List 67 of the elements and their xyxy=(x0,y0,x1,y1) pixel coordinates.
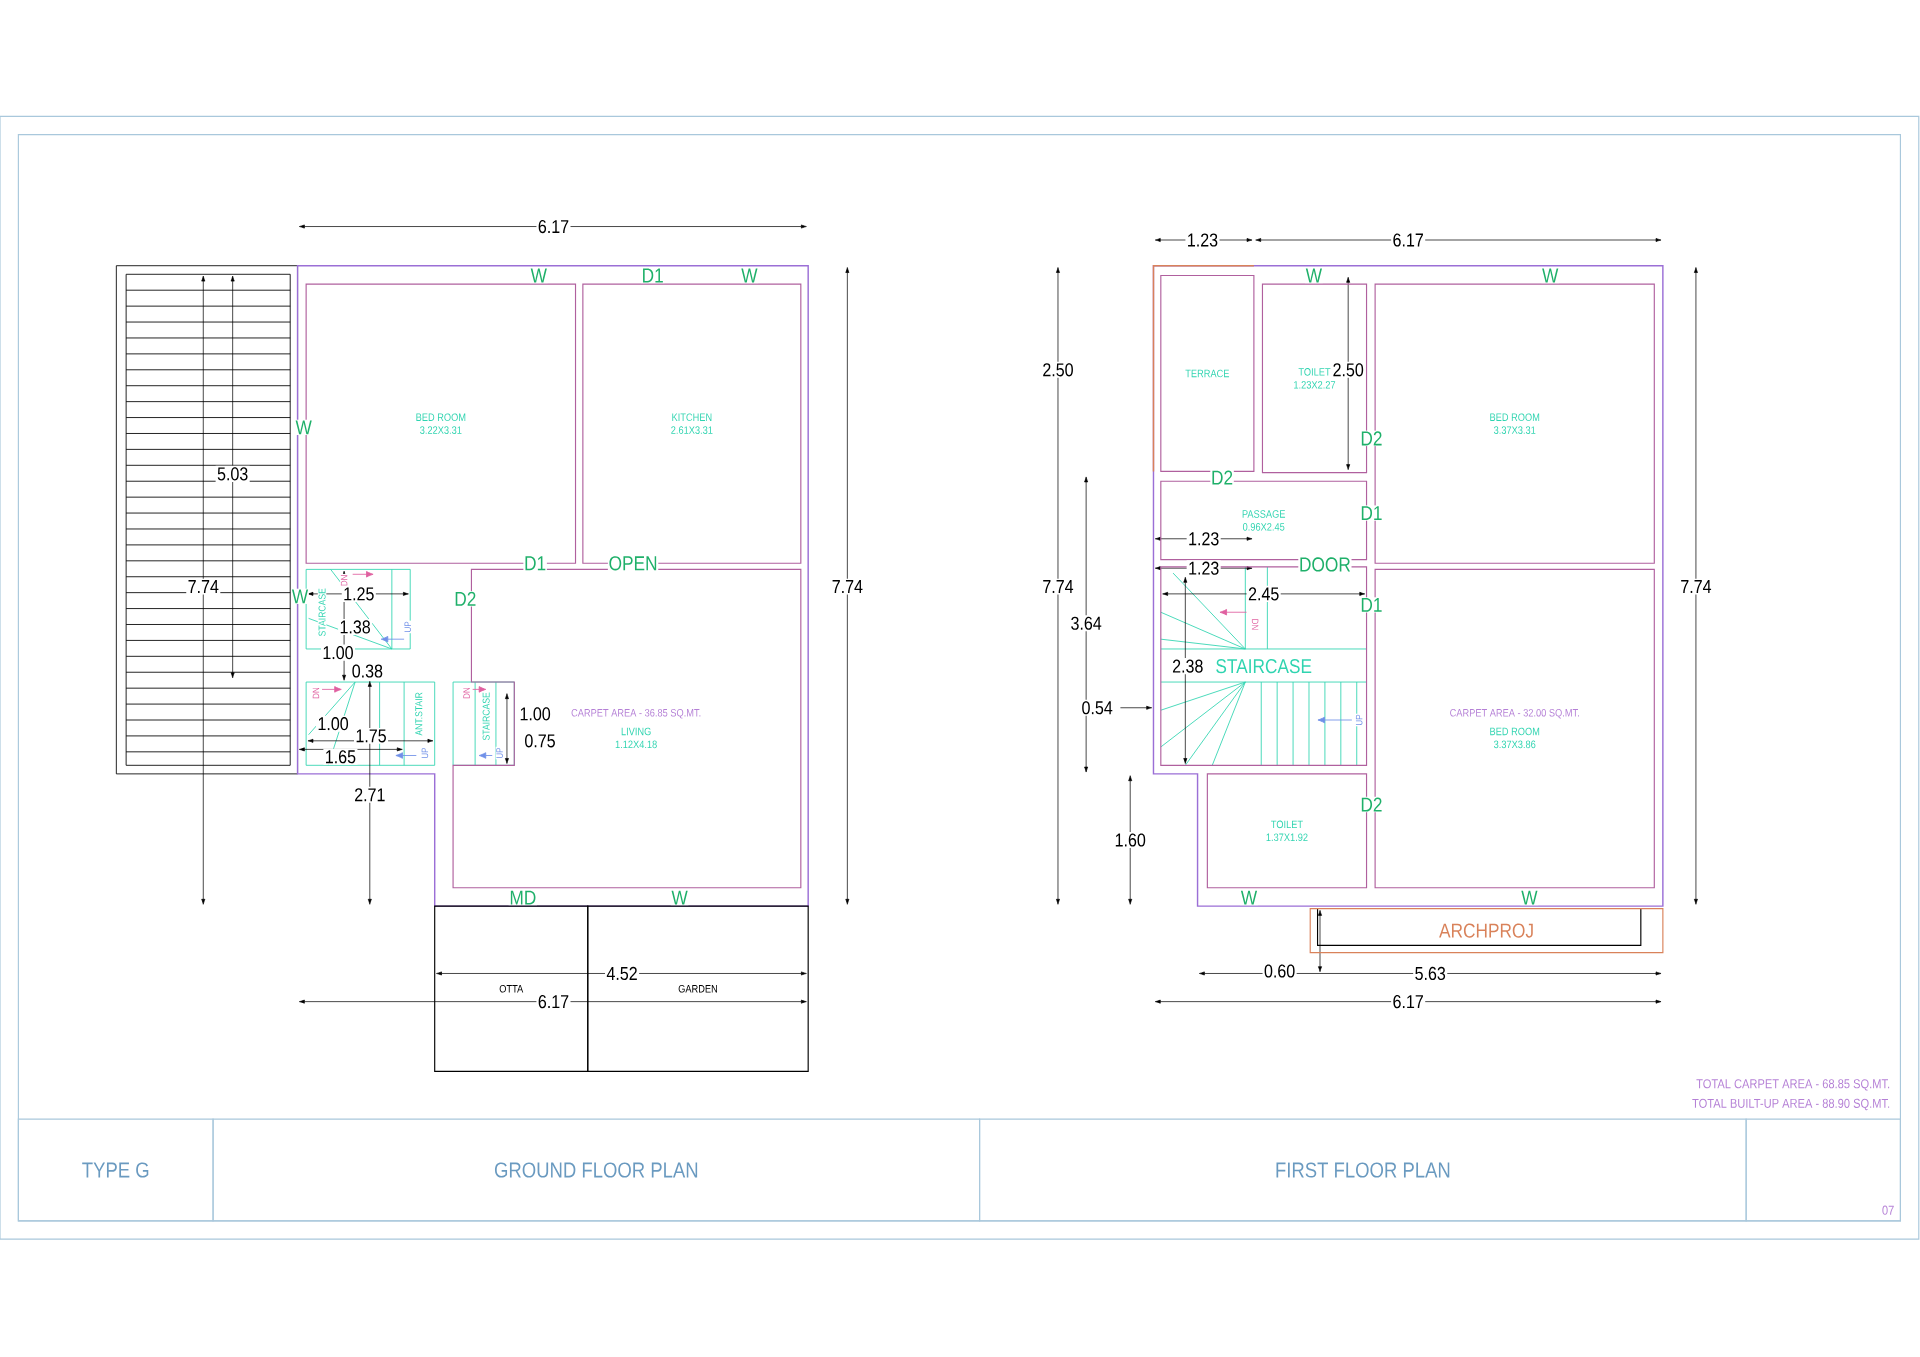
window-label: W xyxy=(529,268,548,284)
door-label: D1 xyxy=(1359,505,1384,521)
dimension-text: 1.25 xyxy=(341,586,376,603)
dimension-text: 2.50 xyxy=(1040,361,1075,378)
area-note: TOTAL BUILT-UP AREA - 88.90 SQ.MT. xyxy=(1692,1098,1890,1111)
window-label: W xyxy=(670,890,689,906)
dimension-text: 7.74 xyxy=(186,578,221,595)
dimension-text: 1.38 xyxy=(338,619,373,636)
dimension-text: 1.23 xyxy=(1186,530,1221,547)
door-label: D1 xyxy=(640,268,665,284)
sheet-number-cell: 07 xyxy=(1745,1118,1901,1222)
direction-label: DN xyxy=(1251,618,1260,632)
dimension-text: 0.75 xyxy=(522,732,558,749)
direction-label: UP xyxy=(420,746,429,760)
dimension-text: 1.65 xyxy=(323,748,358,765)
window-label: W xyxy=(294,419,313,436)
dimension-text: 1.75 xyxy=(354,728,389,744)
dimension-text: 1.23 xyxy=(1186,560,1221,577)
window-label: W xyxy=(1520,890,1539,906)
dimension-text: 6.17 xyxy=(1391,232,1426,249)
direction-label: DN xyxy=(462,686,471,700)
dimension-text: 2.45 xyxy=(1246,586,1281,603)
door-label: OPEN xyxy=(607,555,659,572)
dimension-text: 2.71 xyxy=(352,786,387,803)
direction-label: UP xyxy=(1355,713,1364,727)
dimension-text: 1.00 xyxy=(518,706,553,723)
dimension-text: 0.60 xyxy=(1262,963,1297,980)
door-label: D1 xyxy=(523,555,547,572)
door-label: MD xyxy=(508,890,537,906)
dimension-text: 5.63 xyxy=(1413,965,1448,982)
dimension-text: 6.17 xyxy=(1391,993,1426,1010)
dimension-text: 1.00 xyxy=(320,644,355,661)
window-label: W xyxy=(291,588,309,605)
door-label: D2 xyxy=(1210,469,1234,486)
title-cell: TYPE G xyxy=(17,1118,214,1222)
dimension-text: 7.74 xyxy=(1678,578,1713,595)
door-label: D1 xyxy=(1359,597,1384,613)
dimension-text: 1.60 xyxy=(1113,832,1148,849)
stair-label: STAIRCASE xyxy=(481,691,491,742)
area-note: TOTAL CARPET AREA - 68.85 SQ.MT. xyxy=(1696,1079,1890,1091)
dimension-text: 1.00 xyxy=(316,715,351,732)
door-label: D2 xyxy=(1359,430,1384,447)
direction-label: UP xyxy=(403,620,412,634)
door-label: D2 xyxy=(1359,796,1384,813)
dimension-text: 1.23 xyxy=(1185,232,1220,249)
window-label: W xyxy=(1240,890,1258,906)
projection-box: ARCHPROJ xyxy=(1309,908,1664,954)
dimension-text: 0.38 xyxy=(350,663,385,680)
dimension-text: 0.54 xyxy=(1080,699,1115,716)
title-cell: GROUND FLOOR PLAN xyxy=(212,1118,981,1222)
direction-label: DN xyxy=(340,574,348,588)
dimension-text: 6.17 xyxy=(536,993,571,1010)
dimension-text: 6.17 xyxy=(536,218,571,235)
dimension-text: 2.38 xyxy=(1170,658,1205,675)
stair-label: STAIRCASE xyxy=(317,587,327,638)
direction-label: DN xyxy=(312,686,320,700)
dimension-text: 4.52 xyxy=(605,965,640,982)
dimension-text: 7.74 xyxy=(1040,578,1075,595)
door-label: DOOR xyxy=(1298,556,1352,573)
title-cell: FIRST FLOOR PLAN xyxy=(979,1118,1747,1222)
stair-label: ANT.STAIR xyxy=(414,691,424,737)
direction-label: UP xyxy=(495,746,504,760)
dimension-text: 7.74 xyxy=(830,578,865,595)
dimension-text: 3.64 xyxy=(1069,615,1104,632)
window-label: W xyxy=(1305,268,1323,284)
dimension-text: 2.50 xyxy=(1331,361,1366,378)
door-label: D2 xyxy=(453,591,478,607)
